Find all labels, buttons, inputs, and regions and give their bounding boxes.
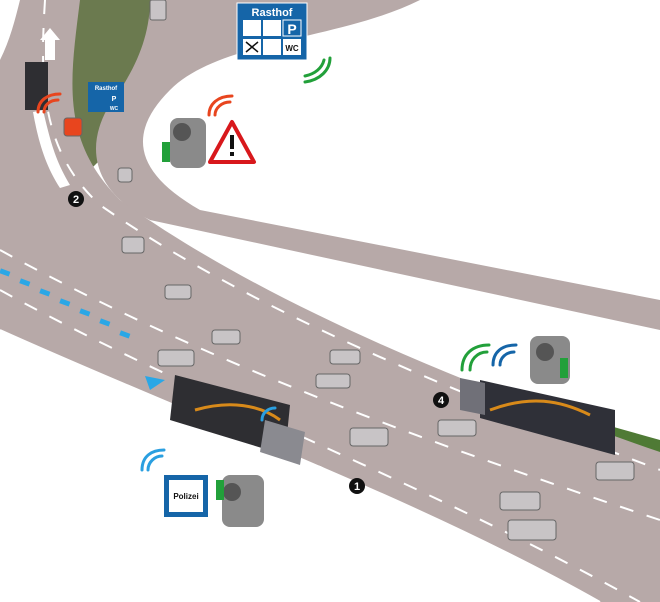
svg-text:P: P [112,96,117,103]
lane-change-arrow-2 [33,110,70,188]
rest-area-sign: Rasthof P WC [236,2,308,61]
marker-2: 2 [68,191,84,207]
warning-triangle-icon [208,120,256,164]
blue-lane-indicator [0,268,165,390]
truck-icon [263,20,281,36]
driver-steering-icon [162,118,206,168]
svg-text:4: 4 [438,395,445,407]
fuel-pump-icon [243,20,261,36]
truck-2 [25,62,48,110]
signal-red-icon [207,94,234,117]
signal-truck1-icon [260,406,277,422]
up-arrow [40,28,60,60]
signal-blue-icon [140,448,166,472]
marker-1: 1 [349,478,365,494]
svg-text:WC: WC [110,106,119,112]
driver-steering-icon-3 [216,475,264,527]
wc-icon [283,39,301,55]
svg-text:Rasthof: Rasthof [252,7,293,19]
svg-text:Rasthof: Rasthof [95,86,118,92]
truck-4 [460,378,615,455]
cars [63,0,635,541]
marker-4: 4 [433,392,449,408]
svg-text:Polizei: Polizei [173,492,198,501]
truck-1 [170,375,305,465]
police-sign: Polizei [164,475,208,517]
signal-blue-truck4-icon [491,343,518,367]
svg-text:2: 2 [73,194,79,206]
signal-green-truck4-icon [460,343,491,372]
signal-green-icon [303,56,332,84]
lane-change-arrow-1 [305,464,345,492]
parking-icon [282,19,302,37]
svg-text:1: 1 [354,481,360,493]
small-rest-area-sign: Rasthof P WC [88,82,124,112]
bed-icon [263,39,281,55]
signal-red-small-icon [36,92,62,114]
driver-steering-icon-2 [530,336,570,384]
exit-ramp [96,0,660,330]
svg-text:P: P [287,21,296,37]
svg-text:WC: WC [285,44,299,53]
